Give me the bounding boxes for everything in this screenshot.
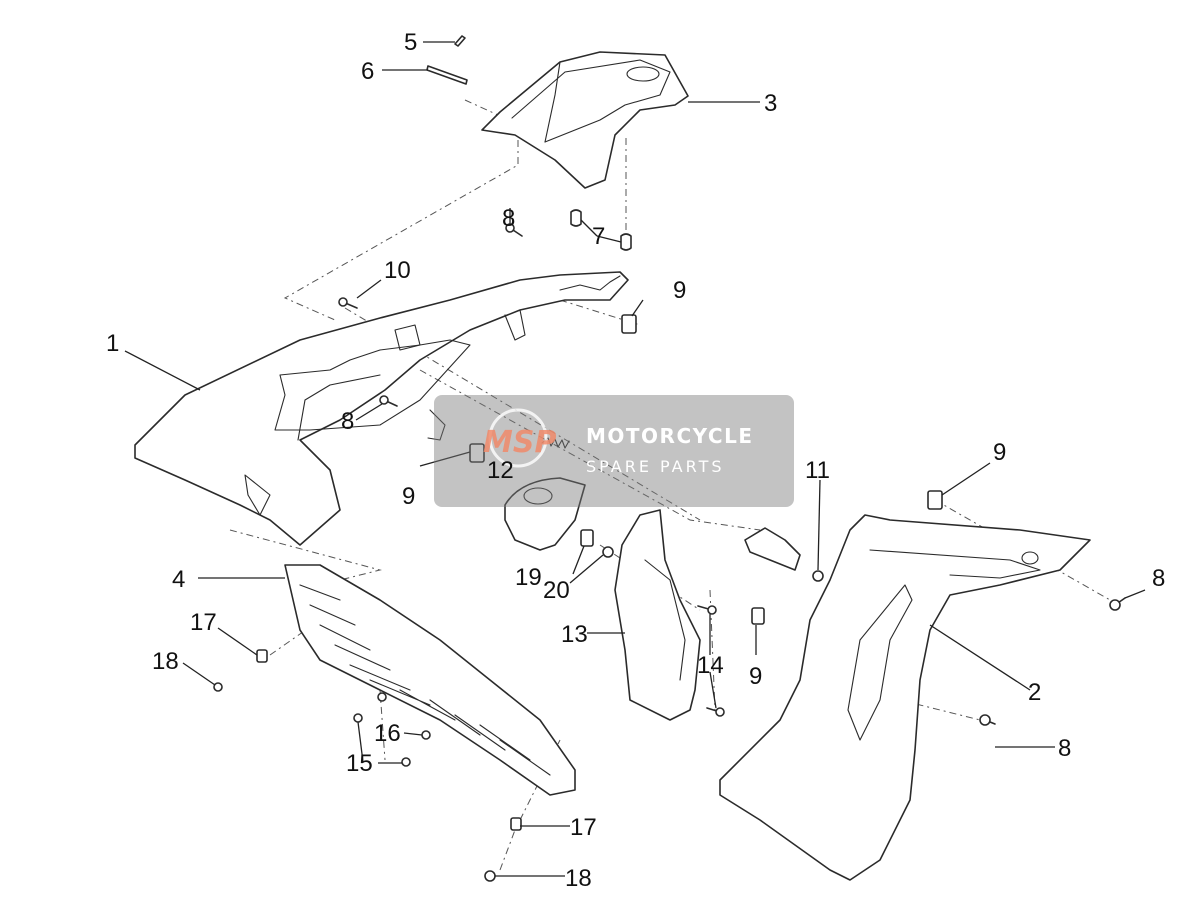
- screw-8b: [379, 395, 398, 407]
- watermark-background: [434, 395, 794, 507]
- callout-12: 12: [487, 457, 514, 484]
- clip-9d: [751, 607, 765, 625]
- part-6-rod[interactable]: [426, 65, 468, 85]
- callout-8-bottom: 8: [1058, 735, 1071, 762]
- part-5-pin[interactable]: [454, 35, 466, 47]
- watermark-line1: MOTORCYCLE: [586, 424, 753, 448]
- screw-18b: [484, 870, 496, 882]
- clip-17a: [256, 649, 268, 663]
- callout-1: 1: [106, 330, 119, 357]
- callout-18-left: 18: [152, 648, 179, 675]
- clip-9b: [469, 443, 485, 463]
- callout-3: 3: [764, 90, 777, 117]
- part-4-lower-grille[interactable]: [284, 564, 576, 796]
- clip-19: [580, 529, 594, 547]
- callout-19: 19: [515, 564, 542, 591]
- callout-9-top: 9: [673, 277, 686, 304]
- part-2-right-side-fairing[interactable]: [719, 514, 1091, 881]
- watermark-line2: SPARE PARTS: [586, 457, 725, 476]
- callout-8-left: 8: [341, 408, 354, 435]
- screw-8c: [1109, 597, 1126, 611]
- part-1-left-side-fairing[interactable]: [134, 271, 629, 546]
- callout-9-left: 9: [402, 483, 415, 510]
- callout-10: 10: [384, 257, 411, 284]
- washer-20: [602, 546, 614, 558]
- screw-15b: [401, 757, 411, 767]
- washer-16a: [377, 692, 387, 702]
- watermark-logo: MSP: [483, 425, 556, 460]
- clip-9a: [621, 314, 637, 334]
- leader-lines: [124, 41, 1146, 877]
- screw-10: [338, 297, 358, 309]
- callout-9-right: 9: [993, 439, 1006, 466]
- part-12-reservoir[interactable]: [504, 477, 586, 551]
- callout-16: 16: [374, 720, 401, 747]
- callout-2: 2: [1028, 679, 1041, 706]
- clip-9c: [927, 490, 943, 510]
- callout-18-bottom: 18: [565, 865, 592, 892]
- screw-14b: [706, 707, 725, 717]
- callout-8-right: 8: [1152, 565, 1165, 592]
- part-3-tank-cover[interactable]: [481, 51, 689, 189]
- washer-16b: [421, 730, 431, 740]
- callout-17-bottom: 17: [570, 814, 597, 841]
- callout-8-top: 8: [502, 205, 515, 232]
- clip-17b: [510, 817, 522, 831]
- part-7-spacers[interactable]: [570, 209, 632, 251]
- screw-18a: [213, 682, 223, 692]
- screw-14a: [697, 605, 717, 615]
- callout-13: 13: [561, 621, 588, 648]
- callout-14: 14: [697, 652, 724, 679]
- callout-9-bottom: 9: [749, 663, 762, 690]
- callout-4: 4: [172, 566, 185, 593]
- part-13-inner-panel[interactable]: [614, 509, 701, 721]
- screw-15a: [353, 713, 363, 723]
- callout-5: 5: [404, 29, 417, 56]
- callout-numbers: 5 6 3 8 7 10 9 1 8 12 9 11 9 8 4 19 20 1…: [106, 29, 1165, 892]
- callout-7: 7: [592, 223, 605, 250]
- callout-15: 15: [346, 750, 373, 777]
- nut-11: [812, 570, 824, 582]
- callout-6: 6: [361, 58, 374, 85]
- screw-8d: [979, 714, 996, 726]
- fasteners[interactable]: [213, 223, 1126, 882]
- callout-11: 11: [805, 457, 830, 484]
- callout-20: 20: [543, 577, 570, 604]
- callout-17-left: 17: [190, 609, 217, 636]
- watermark: MSP MOTORCYCLE SPARE PARTS: [434, 395, 794, 507]
- spring-12: [541, 437, 570, 449]
- watermark-globe-icon: [488, 408, 548, 468]
